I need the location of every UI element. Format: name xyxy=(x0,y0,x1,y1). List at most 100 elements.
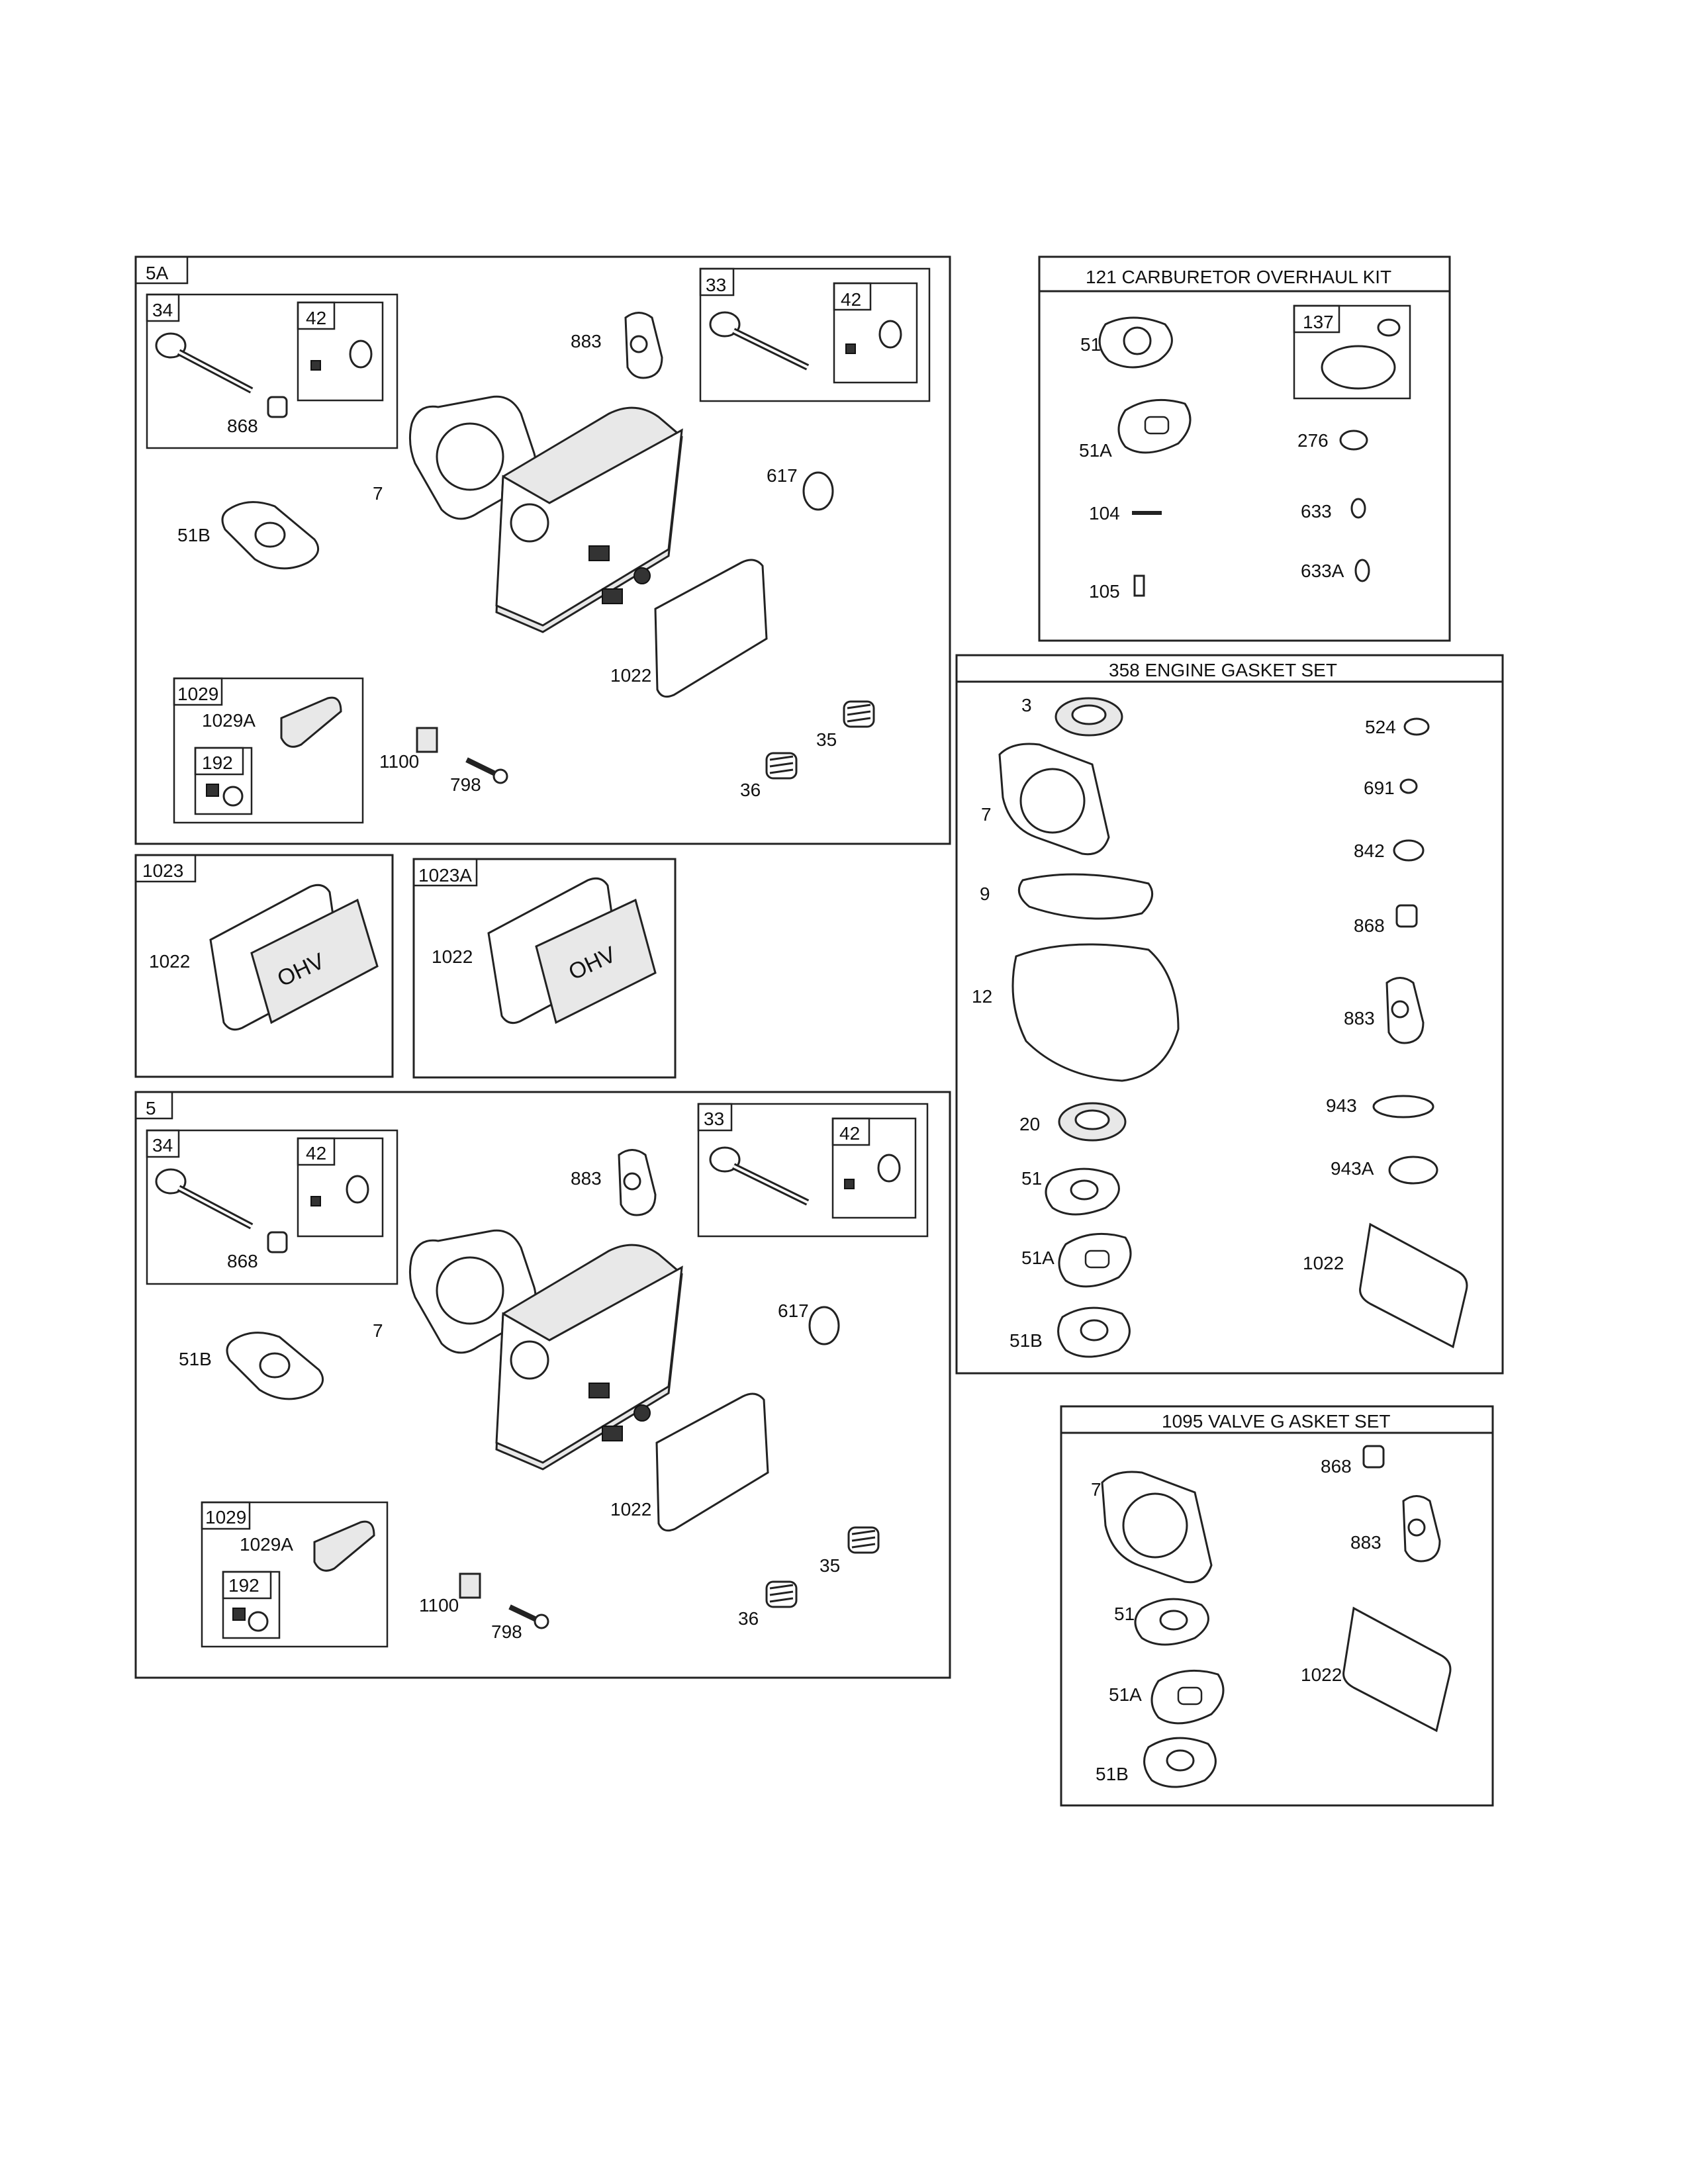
label-51A: 51A xyxy=(1021,1248,1055,1268)
valve-gasket-set: 1095 VALVE G ASKET SET 7 868 883 51 51A … xyxy=(1060,1405,1494,1807)
section-5A: 5A 34 42 868 33 42 xyxy=(134,255,951,845)
keeper-part xyxy=(844,1179,855,1189)
label-883: 883 xyxy=(1350,1532,1382,1553)
seal-633 xyxy=(1350,498,1366,519)
oring-617 xyxy=(802,471,834,511)
cylinder-head xyxy=(495,1244,683,1471)
washer-276 xyxy=(1339,430,1368,451)
gasket-51 xyxy=(1134,1598,1209,1646)
gasket-883 xyxy=(1402,1495,1441,1563)
valve-seal-868 xyxy=(267,396,288,418)
spring-35 xyxy=(847,1526,880,1554)
label-7: 7 xyxy=(1091,1479,1102,1500)
diaphragm-part xyxy=(1321,345,1396,390)
label-868: 868 xyxy=(227,416,258,436)
valve-cover-1023A xyxy=(535,898,657,1024)
spring-36 xyxy=(765,1580,798,1608)
subbox-tag-192: 192 xyxy=(202,752,233,773)
label-7: 7 xyxy=(373,1320,383,1341)
label-1022: 1022 xyxy=(610,1499,651,1520)
label-868: 868 xyxy=(1354,915,1385,936)
keeper-part xyxy=(310,1196,321,1206)
label-7: 7 xyxy=(981,804,992,825)
label-633: 633 xyxy=(1301,501,1332,522)
subbox-tag-34: 34 xyxy=(152,300,173,320)
section-5: 5 34 42 868 33 42 883 7 xyxy=(134,1091,951,1679)
seal-691 xyxy=(1399,778,1418,794)
gasket-51A xyxy=(1058,1232,1132,1288)
gasket-51 xyxy=(1045,1167,1120,1216)
label-1100: 1100 xyxy=(379,751,419,772)
oring-943 xyxy=(1372,1095,1434,1118)
rocker-arm-1029A xyxy=(280,696,342,748)
label-617: 617 xyxy=(767,465,798,486)
label-35: 35 xyxy=(816,729,837,750)
label-35: 35 xyxy=(820,1555,840,1576)
bolt-798 xyxy=(508,1604,539,1623)
keeper-part xyxy=(845,343,856,354)
label-1022: 1022 xyxy=(432,946,473,967)
stud-part xyxy=(206,784,219,797)
section-1023: 1023 1022 OHV xyxy=(134,854,394,1078)
gasket-883 xyxy=(1385,977,1425,1044)
label-51: 51 xyxy=(1080,334,1101,355)
carburetor-overhaul-kit: 121 CARBURETOR OVERHAUL KIT 137 51 51A 1… xyxy=(1038,255,1451,642)
label-105: 105 xyxy=(1089,581,1120,602)
washer-part xyxy=(1377,318,1401,337)
guide-1100 xyxy=(416,727,438,753)
label-3: 3 xyxy=(1021,695,1032,715)
cover-gasket-1022 xyxy=(1342,1606,1452,1733)
retainer-part xyxy=(877,1154,901,1183)
section-tag: 5A xyxy=(146,263,169,283)
gasket-51A xyxy=(1150,1669,1225,1725)
valve-part xyxy=(709,1146,741,1173)
rocker-arm-1029A xyxy=(313,1520,375,1572)
label-9: 9 xyxy=(980,884,990,904)
nut-part xyxy=(222,786,244,807)
gasket-51B xyxy=(226,1332,324,1400)
label-1022: 1022 xyxy=(149,951,190,972)
nut-part xyxy=(248,1611,269,1632)
subbox-tag-42: 42 xyxy=(839,1123,860,1144)
bolt-798 xyxy=(465,757,498,777)
gasket-51B xyxy=(1143,1737,1217,1788)
label-51B: 51B xyxy=(1009,1330,1043,1351)
oring-617 xyxy=(808,1306,840,1345)
gasket-9 xyxy=(1017,873,1154,920)
label-276: 276 xyxy=(1297,430,1329,451)
subbox-tag-34: 34 xyxy=(152,1135,173,1156)
label-20: 20 xyxy=(1019,1114,1040,1134)
label-1100: 1100 xyxy=(419,1595,459,1615)
keeper-part xyxy=(310,360,321,371)
subbox-tag-42: 42 xyxy=(841,289,861,310)
label-1029A: 1029A xyxy=(240,1534,293,1555)
subbox-tag-42: 42 xyxy=(306,308,326,328)
label-868: 868 xyxy=(227,1251,258,1271)
label-12: 12 xyxy=(972,986,992,1007)
label-36: 36 xyxy=(740,780,761,800)
label-691: 691 xyxy=(1364,778,1395,798)
engine-gasket-set: 358 ENGINE GASKET SET 3 7 9 12 20 51 xyxy=(955,654,1504,1375)
seal-633A xyxy=(1354,559,1370,582)
label-104: 104 xyxy=(1089,503,1120,523)
spring-36 xyxy=(765,752,798,780)
kit-title: 121 CARBURETOR OVERHAUL KIT xyxy=(1086,267,1391,287)
label-883: 883 xyxy=(1344,1008,1375,1028)
label-633A: 633A xyxy=(1301,561,1344,581)
seal-3 xyxy=(1055,697,1123,737)
valve-part xyxy=(155,332,254,394)
valve-seal-868 xyxy=(267,1231,288,1253)
valve-part xyxy=(709,311,741,338)
cylinder-head xyxy=(495,406,683,633)
subbox-tag-1029: 1029 xyxy=(205,1507,246,1527)
retainer-part xyxy=(878,320,902,349)
gasket-51A xyxy=(1117,398,1192,454)
label-51A: 51A xyxy=(1109,1684,1142,1705)
valve-part xyxy=(155,1168,187,1195)
gasket-51 xyxy=(1098,316,1173,369)
oring-943A xyxy=(1388,1156,1438,1185)
ring-524 xyxy=(1403,717,1430,736)
head-gasket-7 xyxy=(998,743,1110,856)
stud-part xyxy=(232,1608,246,1621)
label-798: 798 xyxy=(450,774,481,795)
